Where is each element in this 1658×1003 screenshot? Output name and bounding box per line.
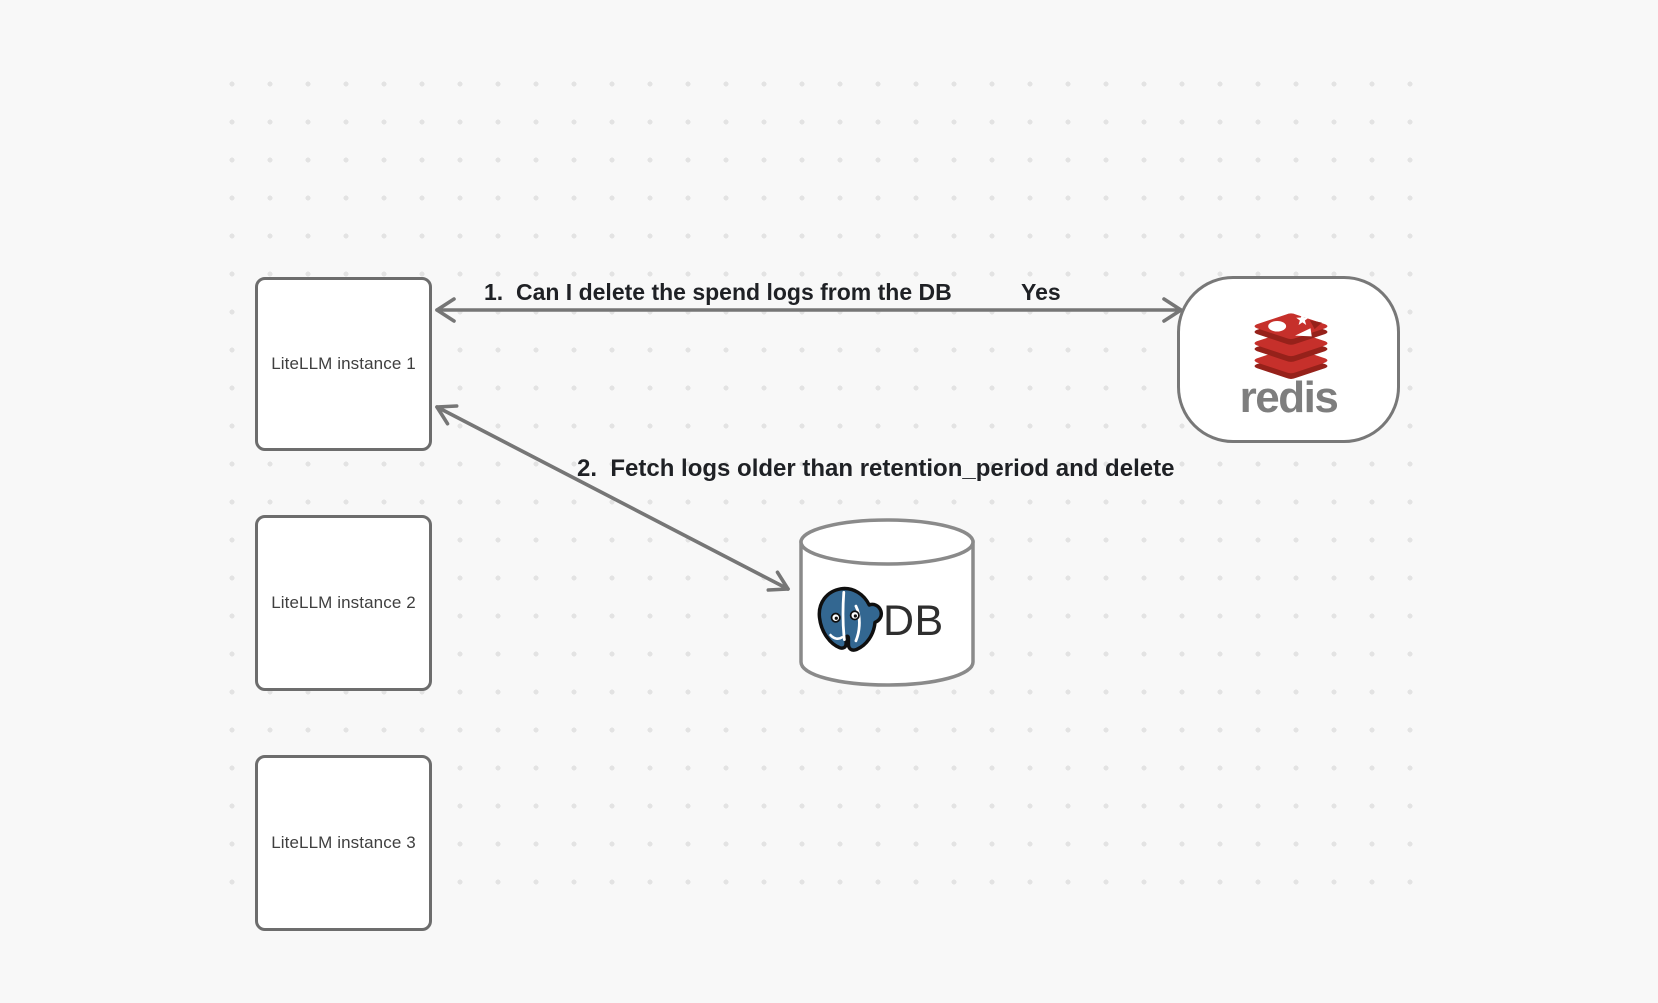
litellm-instance-2-label: LiteLLM instance 2 (271, 593, 416, 612)
arrow-1-left-arrowhead-icon (435, 297, 456, 323)
redis-wordmark: redis (1239, 373, 1339, 422)
arrow-2[interactable] (435, 404, 790, 592)
redis-logo-icon (1254, 313, 1328, 379)
postgresql-logo-icon (817, 586, 884, 652)
db-label: DB (883, 597, 944, 645)
litellm-instance-2-node[interactable]: LiteLLM instance 2 (255, 515, 432, 691)
db-node[interactable]: DB (797, 516, 977, 689)
arrow-1-label: 1. Can I delete the spend logs from the … (484, 279, 952, 305)
litellm-instance-3-label: LiteLLM instance 3 (271, 833, 416, 852)
litellm-instance-1-label: LiteLLM instance 1 (271, 354, 416, 373)
litellm-instance-3-node[interactable]: LiteLLM instance 3 (255, 755, 432, 931)
litellm-instance-1-node[interactable]: LiteLLM instance 1 (255, 277, 432, 451)
arrow-1-answer: Yes (1021, 279, 1061, 305)
redis-node[interactable]: redis (1177, 276, 1400, 443)
arrow-2-label: 2. Fetch logs older than retention_perio… (577, 455, 1175, 482)
arrow-2-upper-arrowhead-icon (435, 404, 459, 426)
arrow-2-lower-arrowhead-icon (766, 570, 790, 592)
